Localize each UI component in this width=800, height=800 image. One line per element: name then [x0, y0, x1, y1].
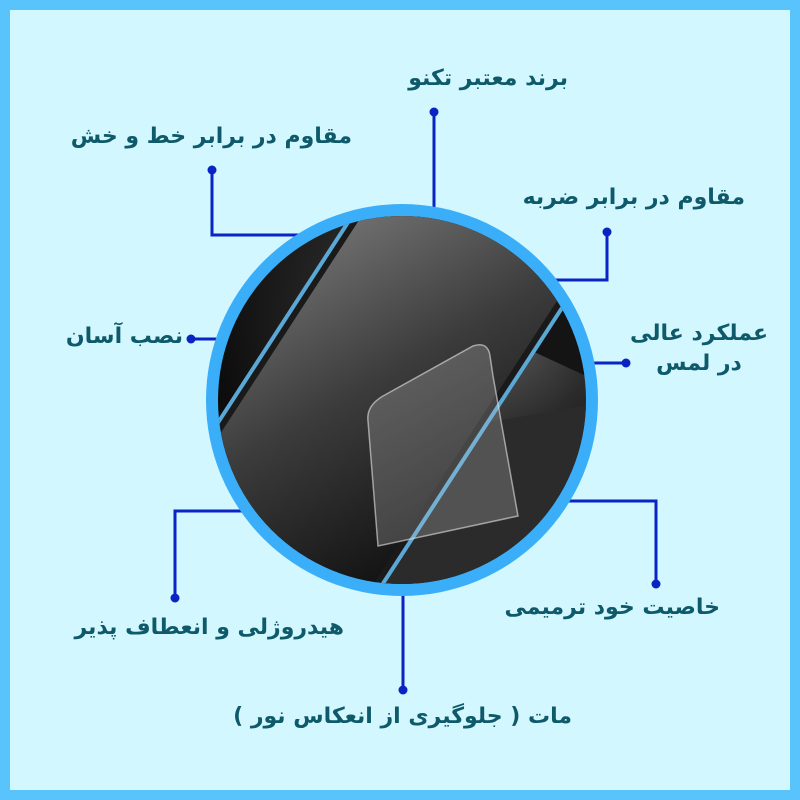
feature-touch-performance: عملکرد عالی در لمس	[630, 319, 768, 378]
dot-icon	[651, 579, 661, 589]
feature-hydrogel-flexible: هیدروژلی و انعطاف پذیر	[75, 613, 345, 643]
dot-icon	[398, 685, 408, 695]
feature-easy-install: نصب آسان	[66, 322, 183, 352]
dot-icon	[621, 358, 631, 368]
dot-icon	[170, 593, 180, 603]
feature-label-line1: عملکرد عالی	[630, 321, 768, 346]
feature-label: خاصیت خود ترمیمی	[504, 595, 720, 620]
feature-label: مقاوم در برابر ضربه	[522, 185, 745, 210]
feature-label: هیدروژلی و انعطاف پذیر	[74, 615, 345, 640]
phone-illustration	[218, 216, 586, 584]
feature-scratch-resistant: مقاوم در برابر خط و خش	[71, 122, 352, 152]
feature-brand: برند معتبر تکنو	[408, 64, 568, 94]
feature-self-healing: خاصیت خود ترمیمی	[505, 593, 720, 623]
product-photo-ring	[206, 204, 598, 596]
dot-icon	[602, 227, 612, 237]
feature-matte-anti-glare: مات ( جلوگیری از انعکاس نور )	[233, 702, 572, 732]
dot-icon	[429, 107, 439, 117]
feature-label: برند معتبر تکنو	[408, 66, 568, 91]
feature-label: نصب آسان	[65, 324, 183, 349]
product-photo	[218, 216, 586, 584]
feature-label-line2: در لمس	[656, 350, 742, 376]
feature-impact-resistant: مقاوم در برابر ضربه	[523, 183, 745, 213]
dot-icon	[186, 334, 196, 344]
feature-label: مقاوم در برابر خط و خش	[70, 124, 352, 149]
feature-label: مات ( جلوگیری از انعکاس نور )	[233, 704, 572, 729]
dot-icon	[207, 165, 217, 175]
